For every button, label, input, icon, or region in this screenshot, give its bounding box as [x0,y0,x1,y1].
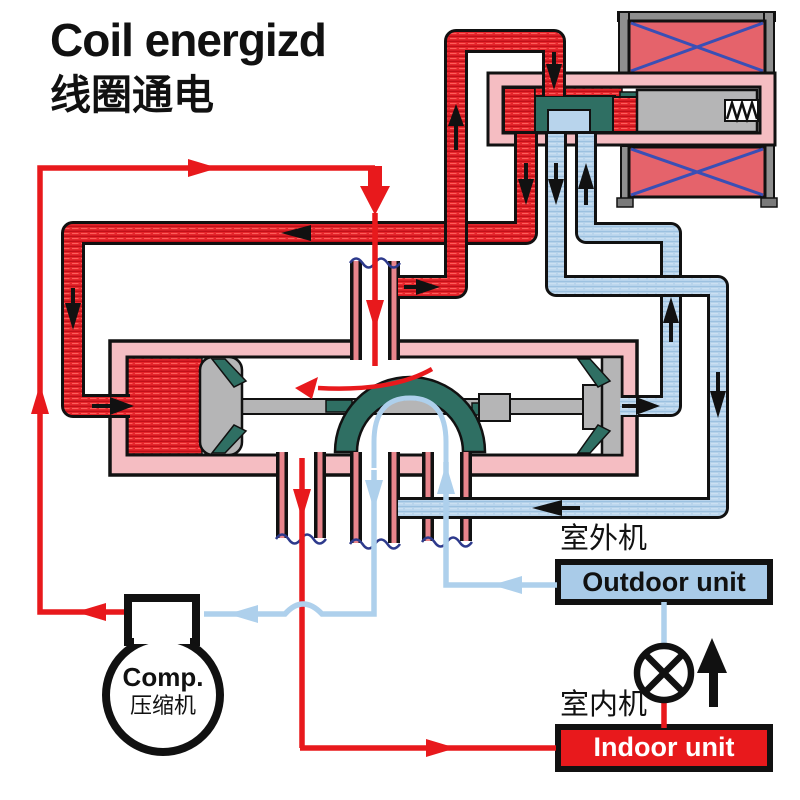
title-english: Coil energizd [50,14,327,66]
suction-to-compressor [204,470,377,617]
title-chinese: 线圈通电 [50,72,214,118]
right-endcap-port [620,397,660,415]
outdoor-unit-box [555,559,773,605]
piston-rod [239,398,591,415]
compressor [102,594,224,756]
pipe-pilot-vent-to-suction [398,134,729,519]
compressor-label-zh: 压缩机 [129,693,196,718]
big-down-arrow [360,166,390,215]
pipe-flow-arrows [65,52,726,516]
compressor-label: Comp. [122,662,204,692]
left-piston [198,355,248,457]
expansion-valve-icon [633,602,695,728]
outdoor-unit-label: Outdoor unit [582,567,746,597]
solenoid-coil [627,19,767,199]
pilot-plunger [635,88,759,134]
main-valve-internals [127,355,624,457]
left-endcap-port [92,397,134,415]
return-spring [724,98,759,124]
pilot-valve-internals [503,87,759,134]
high-pressure-chamber [127,357,203,455]
hot-refrigerant-line [31,159,556,757]
cold-refrigerant-line [204,395,557,623]
indoor-unit-label-zh: 室内机 [560,689,648,721]
flow-direction-up-arrow [697,638,727,707]
right-piston [576,355,624,457]
outdoor-unit-label-zh: 室外机 [560,523,648,555]
chamber-flow-swoosh [317,367,434,391]
indoor-unit-label: Indoor unit [593,732,735,762]
under-arch-flow [371,395,449,468]
